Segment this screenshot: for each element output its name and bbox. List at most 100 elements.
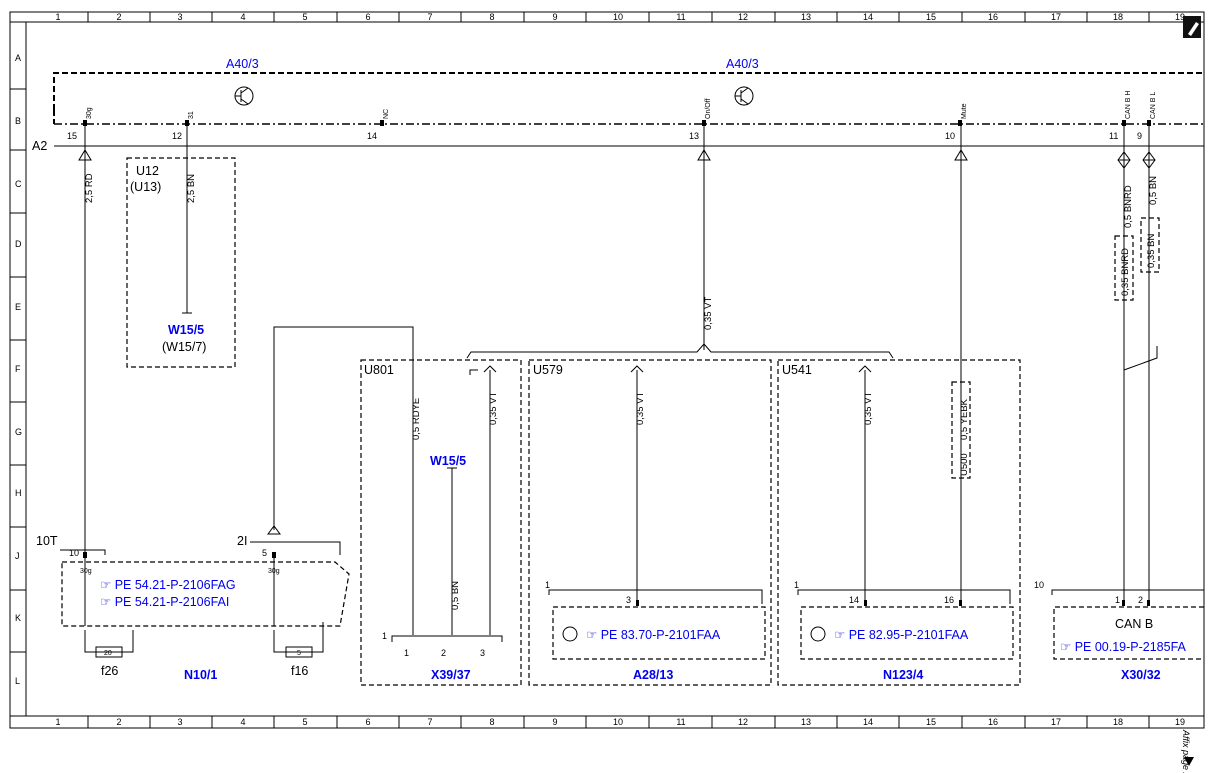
svg-text:On/Off: On/Off	[705, 98, 712, 119]
svg-text:1: 1	[382, 631, 387, 641]
bus-pin-13: On/Off 13	[689, 98, 712, 141]
edit-pencil-icon[interactable]	[1183, 16, 1201, 38]
connector-x39-37: 1 1 2 3 X39/37	[382, 631, 503, 682]
svg-text:1: 1	[545, 580, 550, 590]
svg-text:11: 11	[1109, 131, 1118, 141]
col-18: 18	[1113, 12, 1123, 22]
row-G: G	[15, 427, 22, 437]
svg-text:14: 14	[849, 595, 859, 605]
variant-box-u12	[126, 157, 236, 368]
bus-pin-10: Mute 10	[945, 103, 968, 141]
col-19-bottom: 19	[1175, 717, 1185, 727]
col-17: 17	[1051, 12, 1061, 22]
col-1: 1	[55, 12, 60, 22]
col-9: 9	[552, 12, 557, 22]
w15-5-ground: W15/5	[168, 323, 204, 337]
svg-text:30g: 30g	[86, 107, 93, 119]
diagram-frame	[9, 11, 1205, 729]
row-A: A	[15, 53, 21, 63]
col-16: 16	[988, 12, 998, 22]
svg-text:0,35 VT: 0,35 VT	[703, 297, 714, 330]
col-2-bottom: 2	[116, 717, 121, 727]
variant-u541: U541	[782, 363, 812, 377]
n123-4-label: N123/4	[883, 668, 923, 682]
col-16-bottom: 16	[988, 717, 998, 727]
variant-u579: U579	[533, 363, 563, 377]
pe-icon-ref[interactable]: ☞ PE 83.70-P-2101FAA	[586, 628, 721, 642]
svg-text:1: 1	[794, 580, 799, 590]
wire-u541: 0,35 VT	[858, 365, 874, 603]
svg-text:14: 14	[367, 131, 377, 141]
pe-icon-ref[interactable]: ☞ PE 82.95-P-2101FAA	[834, 628, 969, 642]
bus-pin-11: CAN B H 11	[1109, 91, 1132, 141]
svg-text:10: 10	[945, 131, 955, 141]
x39-37-label: X39/37	[431, 668, 471, 682]
wire-n10-to-u801	[273, 326, 414, 530]
col-12-bottom: 12	[738, 717, 748, 727]
component-n10-1: 10T 10 30g 2I 5 30g ☞ PE 54.21-P-2106FAG…	[36, 525, 350, 682]
row-F: F	[15, 364, 21, 374]
col-4: 4	[240, 12, 245, 22]
variant-u13: (U13)	[130, 180, 161, 194]
pe-icon-ref[interactable]: ☞ PE 00.19-P-2185FA	[1060, 640, 1187, 654]
connector-2i: 2I	[237, 534, 247, 548]
row-B: B	[15, 116, 21, 126]
col-15-bottom: 15	[926, 717, 936, 727]
col-6: 6	[365, 12, 370, 22]
wire-x39-bn: 0,5 BN	[447, 467, 461, 635]
col-9-bottom: 9	[552, 717, 557, 727]
component-a28-13: 1 3 ☞ PE 83.70-P-2101FAA A28/13	[545, 580, 766, 682]
variant-u500: U500	[959, 453, 970, 476]
n10-1-label: N10/1	[184, 668, 217, 682]
col-10-bottom: 10	[613, 717, 623, 727]
col-17-bottom: 17	[1051, 717, 1061, 727]
wire-can-l: 0,5 BN 0,35 BN	[1123, 126, 1160, 604]
svg-text:10: 10	[69, 548, 79, 558]
col-8: 8	[489, 12, 494, 22]
col-5: 5	[302, 12, 307, 22]
col-8-bottom: 8	[489, 717, 494, 727]
transistor-icon	[734, 86, 754, 106]
column-grid-bottom: 1 2 3 4 5 6 7 8 9 10 11 12 13 14 15 16 1…	[55, 717, 1185, 727]
row-E: E	[15, 302, 21, 312]
svg-text:2: 2	[1138, 595, 1143, 605]
svg-text:15: 15	[67, 131, 77, 141]
row-grid: A B C D E F G H J K L	[10, 53, 26, 686]
col-14: 14	[863, 12, 873, 22]
bus-pin-12: 31 12	[172, 111, 195, 141]
x30-32-label: X30/32	[1121, 668, 1161, 682]
col-11-bottom: 11	[676, 717, 685, 727]
svg-text:5: 5	[262, 548, 267, 558]
col-3: 3	[177, 12, 182, 22]
variant-u801: U801	[364, 363, 394, 377]
svg-text:31: 31	[188, 111, 195, 119]
transistor-icon	[234, 86, 254, 106]
col-13-bottom: 13	[801, 717, 811, 727]
svg-text:13: 13	[689, 131, 699, 141]
col-5-bottom: 5	[302, 717, 307, 727]
svg-text:20: 20	[104, 650, 112, 657]
svg-text:0,5 BN: 0,5 BN	[450, 581, 461, 610]
w15-5-mid: W15/5	[430, 454, 466, 468]
svg-text:CAN B L: CAN B L	[1150, 92, 1157, 119]
affix-note: Affix page 2 here	[1181, 729, 1191, 773]
fuse-f16	[285, 646, 313, 658]
col-7: 7	[427, 12, 432, 22]
column-grid-top: 1 2 3 4 5 6 7 8 9 10 11 12 13 14 15 16 1…	[55, 12, 1185, 22]
row-H: H	[15, 488, 22, 498]
svg-text:0,5 YEBK: 0,5 YEBK	[959, 398, 970, 440]
col-10: 10	[613, 12, 623, 22]
a28-13-label: A28/13	[633, 668, 673, 682]
pe-icon-ref[interactable]: ☞ PE 54.21-P-2106FAG	[100, 578, 236, 592]
page-arrow-icon[interactable]	[1184, 757, 1194, 766]
svg-text:2,5 BN: 2,5 BN	[186, 174, 197, 203]
svg-text:2: 2	[441, 648, 446, 658]
svg-text:3: 3	[480, 648, 485, 658]
wire-can-h: 0,5 BNRD 0,35 BNRD	[1114, 126, 1134, 604]
a40-label-left: A40/3	[226, 57, 259, 71]
svg-text:0,35 VT: 0,35 VT	[863, 392, 874, 425]
col-7-bottom: 7	[427, 717, 432, 727]
pe-icon-ref[interactable]: ☞ PE 54.21-P-2106FAI	[100, 595, 229, 609]
col-15: 15	[926, 12, 936, 22]
